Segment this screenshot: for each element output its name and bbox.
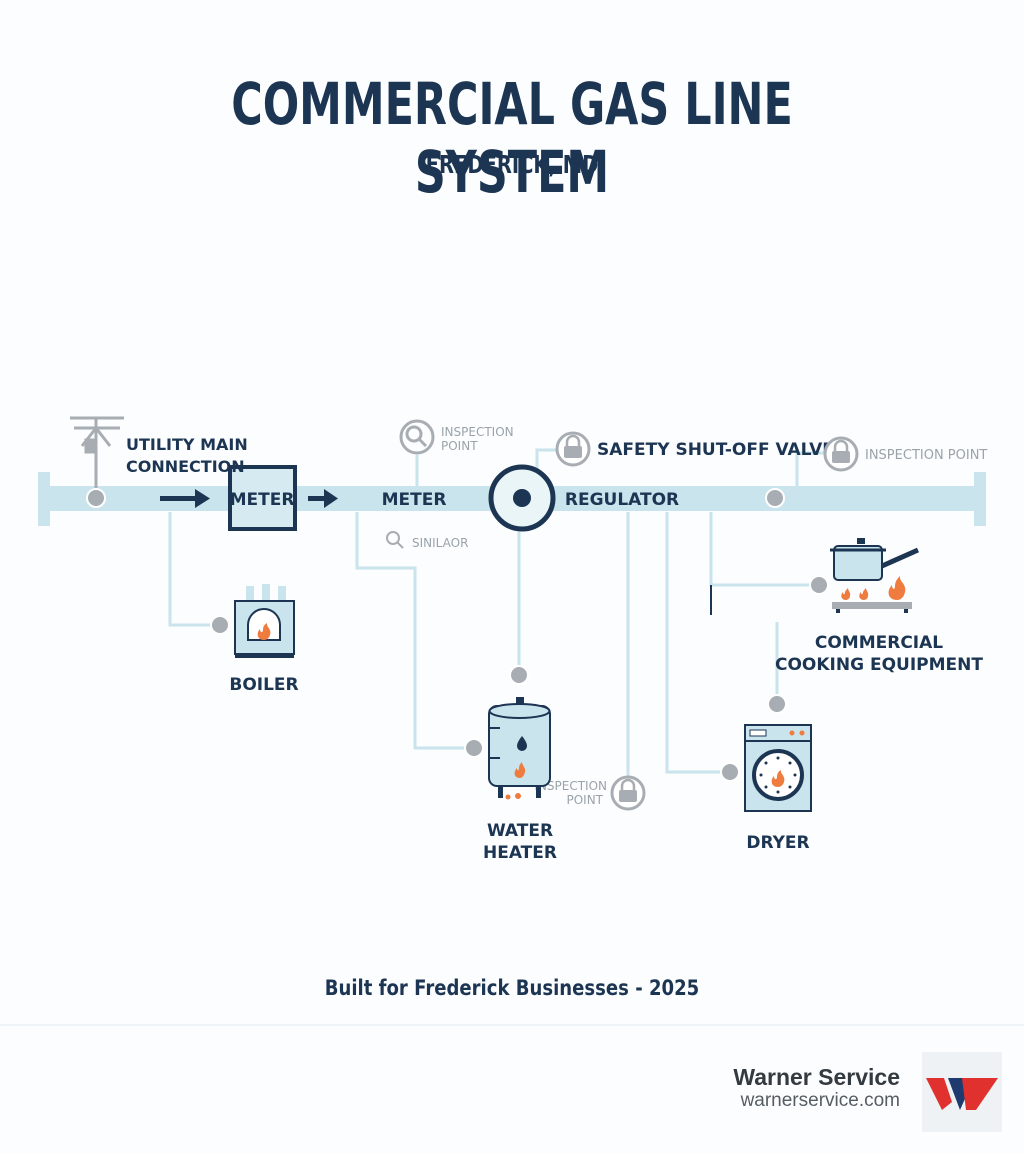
regulator-label: REGULATOR — [565, 490, 679, 510]
gas-line-diagram: METER UTILITY MAIN CONNECTION METER REGU… — [38, 416, 987, 863]
connection-dot-main-right — [765, 488, 785, 508]
cooking-label-line1: COMMERCIAL — [815, 633, 943, 653]
cooking-label-line2: COOKING EQUIPMENT — [775, 655, 983, 675]
magnifier-icon — [399, 419, 435, 455]
inspection-bottom-label-line1: INSPECTION — [534, 779, 607, 793]
meter-box — [228, 465, 297, 531]
brand-logo — [922, 1052, 1002, 1132]
connection-dot-utility — [86, 488, 106, 508]
cooking-equipment-icon — [830, 538, 920, 613]
safety-valve-label: SAFETY SHUT-OFF VALVE — [597, 440, 834, 460]
flow-arrow-2 — [308, 489, 338, 508]
meter-box-label: METER — [230, 490, 295, 510]
flow-arrow-1 — [160, 489, 210, 508]
connection-dot-dryer-top — [767, 694, 787, 714]
connection-dot-dryer-side — [720, 762, 740, 782]
shut-off-valve-icon — [488, 464, 556, 532]
inspection-right-label: INSPECTION POINT — [865, 448, 987, 463]
footer-divider — [0, 1024, 1024, 1026]
footer-note: Built for Frederick Businesses - 2025 — [324, 976, 700, 1000]
utility-main-label-line1: UTILITY MAIN — [126, 435, 248, 454]
utility-pole-icon — [70, 416, 124, 490]
water-heater-label-line2: HEATER — [483, 843, 557, 863]
inspection-bottom-label-line2: POINT — [566, 793, 603, 807]
water-heater-label-line1: WATER — [487, 821, 553, 841]
utility-main-label-line2: CONNECTION — [126, 457, 245, 476]
brand-url: warnerservice.com — [740, 1090, 900, 1111]
page-title: COMMERCIAL GAS LINE SYSTEM — [231, 70, 793, 206]
sniffer-label: SINILAOR — [412, 536, 468, 550]
inspection-top-label-line1: INSPECTION — [441, 425, 514, 439]
dryer-label: DRYER — [746, 833, 809, 853]
inspection-top-label-line2: POINT — [441, 439, 478, 453]
lock-icon-bottom — [610, 775, 646, 811]
water-heater-icon — [488, 697, 551, 800]
meter-text-label: METER — [382, 490, 447, 510]
small-magnifier-icon — [386, 531, 404, 549]
pipe-end-cap-left — [38, 472, 50, 526]
warner-w-logo-icon — [926, 1078, 998, 1110]
connection-dot-water-heater-top — [509, 665, 529, 685]
brand-name: Warner Service — [733, 1064, 900, 1090]
connection-dot-water-heater-side — [464, 738, 484, 758]
lock-icon-right — [823, 436, 859, 472]
lock-icon-valve — [555, 431, 591, 467]
pipe-end-cap-right — [974, 472, 986, 526]
connection-points — [86, 488, 829, 782]
connection-dot-boiler — [210, 615, 230, 635]
boiler-icon — [234, 584, 295, 658]
dryer-icon — [744, 724, 812, 812]
boiler-label: BOILER — [229, 675, 298, 695]
page-subtitle: FREDERICK, MD — [425, 150, 599, 179]
connection-dot-cooking — [809, 575, 829, 595]
